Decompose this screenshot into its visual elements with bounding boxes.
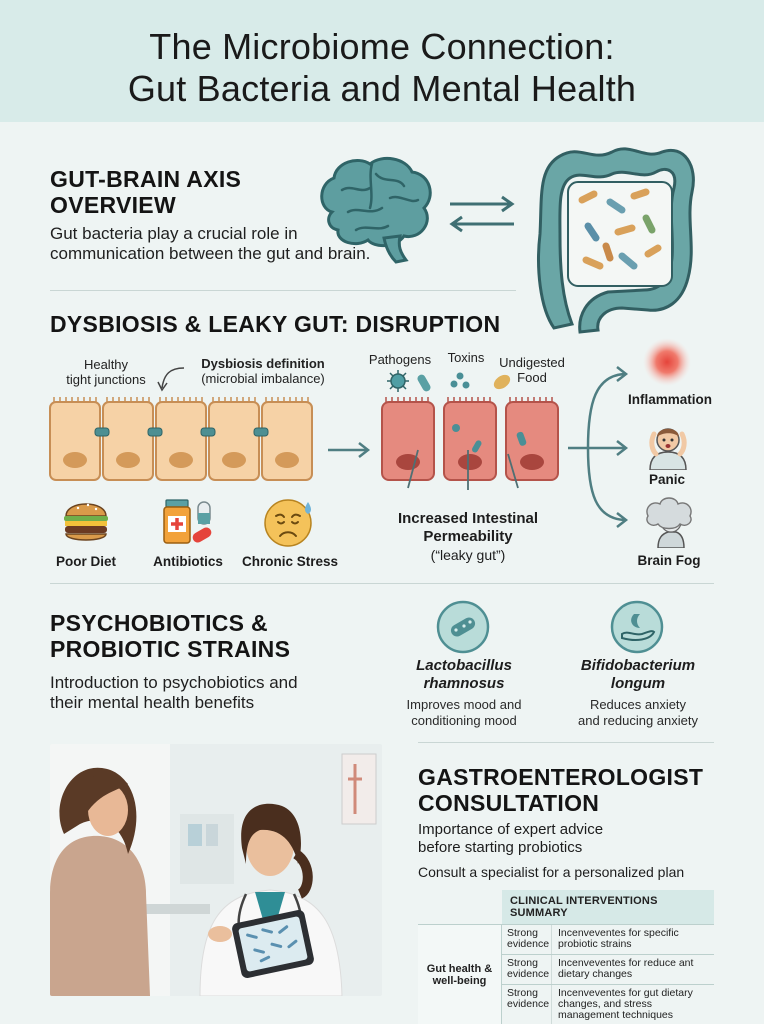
permeability-line-3: (“leaky gut”)	[430, 547, 506, 563]
stressed-face-icon	[264, 499, 312, 547]
table-row: Strong evidence Incenveventes for reduce…	[502, 955, 714, 985]
strain-2-desc-line-1: Reduces anxiety	[589, 697, 687, 712]
consult-text-line-2: before starting probiotics	[418, 839, 583, 856]
cause-poor-diet-label: Poor Diet	[55, 554, 116, 569]
effect-inflammation-label: Inflammation	[627, 392, 712, 407]
healthy-cells-illustration	[49, 397, 313, 481]
panic-icon	[649, 428, 687, 470]
strain-2-name-line-1: Bifidobacterium	[580, 657, 696, 674]
toxins-label: Toxins	[447, 350, 485, 365]
curved-arrow-icon	[157, 367, 185, 392]
effect-brain-fog-label: Brain Fog	[637, 553, 701, 568]
clinical-interventions-table: CLINICAL INTERVENTIONS SUMMARY Gut healt…	[418, 890, 714, 1024]
axis-text-line-2: communication between the gut and brain.	[50, 244, 371, 263]
axis-heading-line-2: OVERVIEW	[50, 192, 176, 218]
psycho-heading-line-2: PROBIOTIC STRAINS	[50, 636, 291, 662]
psycho-text-line-1: Introduction to psychobiotics and	[50, 673, 298, 692]
strain-1-desc-line-2: conditioning mood	[411, 713, 517, 728]
permeability-line-1: Increased Intestinal	[397, 510, 539, 527]
consult-heading-line-1: GASTROENTEROLOGIST	[418, 764, 704, 790]
psycho-heading-line-1: PSYCHOBIOTICS &	[50, 610, 268, 636]
pathogen-particles-icon	[387, 370, 511, 392]
brain-fog-icon	[646, 497, 692, 548]
divider-2	[50, 583, 714, 584]
table-cell-intervention: Incenveventes for specific probiotic str…	[558, 927, 679, 950]
permeability-line-2: Permeability	[423, 528, 513, 545]
dysbiosis-heading: DYSBIOSIS & LEAKY GUT: DISRUPTION	[50, 311, 501, 337]
right-arrow-icon	[328, 442, 371, 458]
axis-text-line-1: Gut bacteria play a crucial role in	[50, 224, 298, 243]
dysbiosis-definition-title: Dysbiosis definition	[201, 356, 325, 371]
intestine-icon	[537, 147, 695, 334]
strain-2-name-line-2: longum	[610, 675, 666, 692]
divider-1	[50, 290, 516, 291]
inflammation-icon	[643, 338, 691, 386]
table-row: Strong evidence Incenveventes for specif…	[502, 925, 714, 955]
page-title-line-2: Gut Bacteria and Mental Health	[127, 68, 637, 109]
page-title-line-1: The Microbiome Connection:	[149, 26, 615, 67]
branch-arrows-icon	[568, 366, 629, 528]
table-cell-intervention: Incenveventes for gut dietary changes, a…	[558, 987, 693, 1021]
cause-chronic-stress-label: Chronic Stress	[241, 554, 339, 569]
table-cell-intervention: Incenveventes for reduce ant dietary cha…	[558, 957, 694, 980]
table-cell-evidence: Strong evidence	[502, 985, 552, 1024]
leaky-gut-cells-illustration	[381, 397, 559, 490]
lactobacillus-icon	[436, 600, 490, 654]
table-cell-evidence: Strong evidence	[502, 955, 552, 984]
undigested-label-line-1: Undigested	[499, 355, 565, 370]
bifidobacterium-icon	[610, 600, 664, 654]
axis-heading-line-1: GUT-BRAIN AXIS	[50, 166, 242, 192]
title-banner: The Microbiome Connection: Gut Bacteria …	[0, 0, 764, 122]
strain-1-desc-line-1: Improves mood and	[406, 697, 522, 712]
strain-1-name-line-1: Lactobacillus	[416, 657, 512, 674]
effect-panic-label: Panic	[648, 472, 686, 487]
table-row-group-label: Gut health & well-being	[418, 925, 502, 1024]
antibiotics-icon	[163, 499, 212, 544]
healthy-label-line-2: tight junctions	[66, 372, 146, 387]
consult-text-line-1: Importance of expert advice	[418, 821, 604, 838]
brain-icon	[320, 156, 432, 264]
strain-1-name-line-2: rhamnosus	[423, 675, 505, 692]
divider-3	[418, 742, 714, 743]
table-cell-evidence: Strong evidence	[502, 925, 552, 954]
consult-text-line-3: Consult a specialist for a personalized …	[418, 864, 685, 880]
pathogens-label: Pathogens	[368, 352, 432, 367]
consultation-photo	[50, 744, 382, 996]
table-row: Strong evidence Incenveventes for gut di…	[502, 985, 714, 1024]
burger-icon	[64, 503, 108, 541]
consult-heading-line-2: CONSULTATION	[418, 790, 600, 816]
healthy-label-line-1: Healthy	[83, 357, 129, 372]
dysbiosis-definition-sub: (microbial imbalance)	[201, 371, 325, 386]
bidirectional-arrows-icon	[449, 195, 515, 233]
table-header: CLINICAL INTERVENTIONS SUMMARY	[502, 890, 714, 924]
undigested-label-line-2: Food	[517, 370, 547, 385]
cause-antibiotics-label: Antibiotics	[153, 554, 223, 569]
psycho-text-line-2: their mental health benefits	[50, 693, 255, 712]
strain-2-desc-line-2: and reducing anxiety	[578, 713, 698, 728]
